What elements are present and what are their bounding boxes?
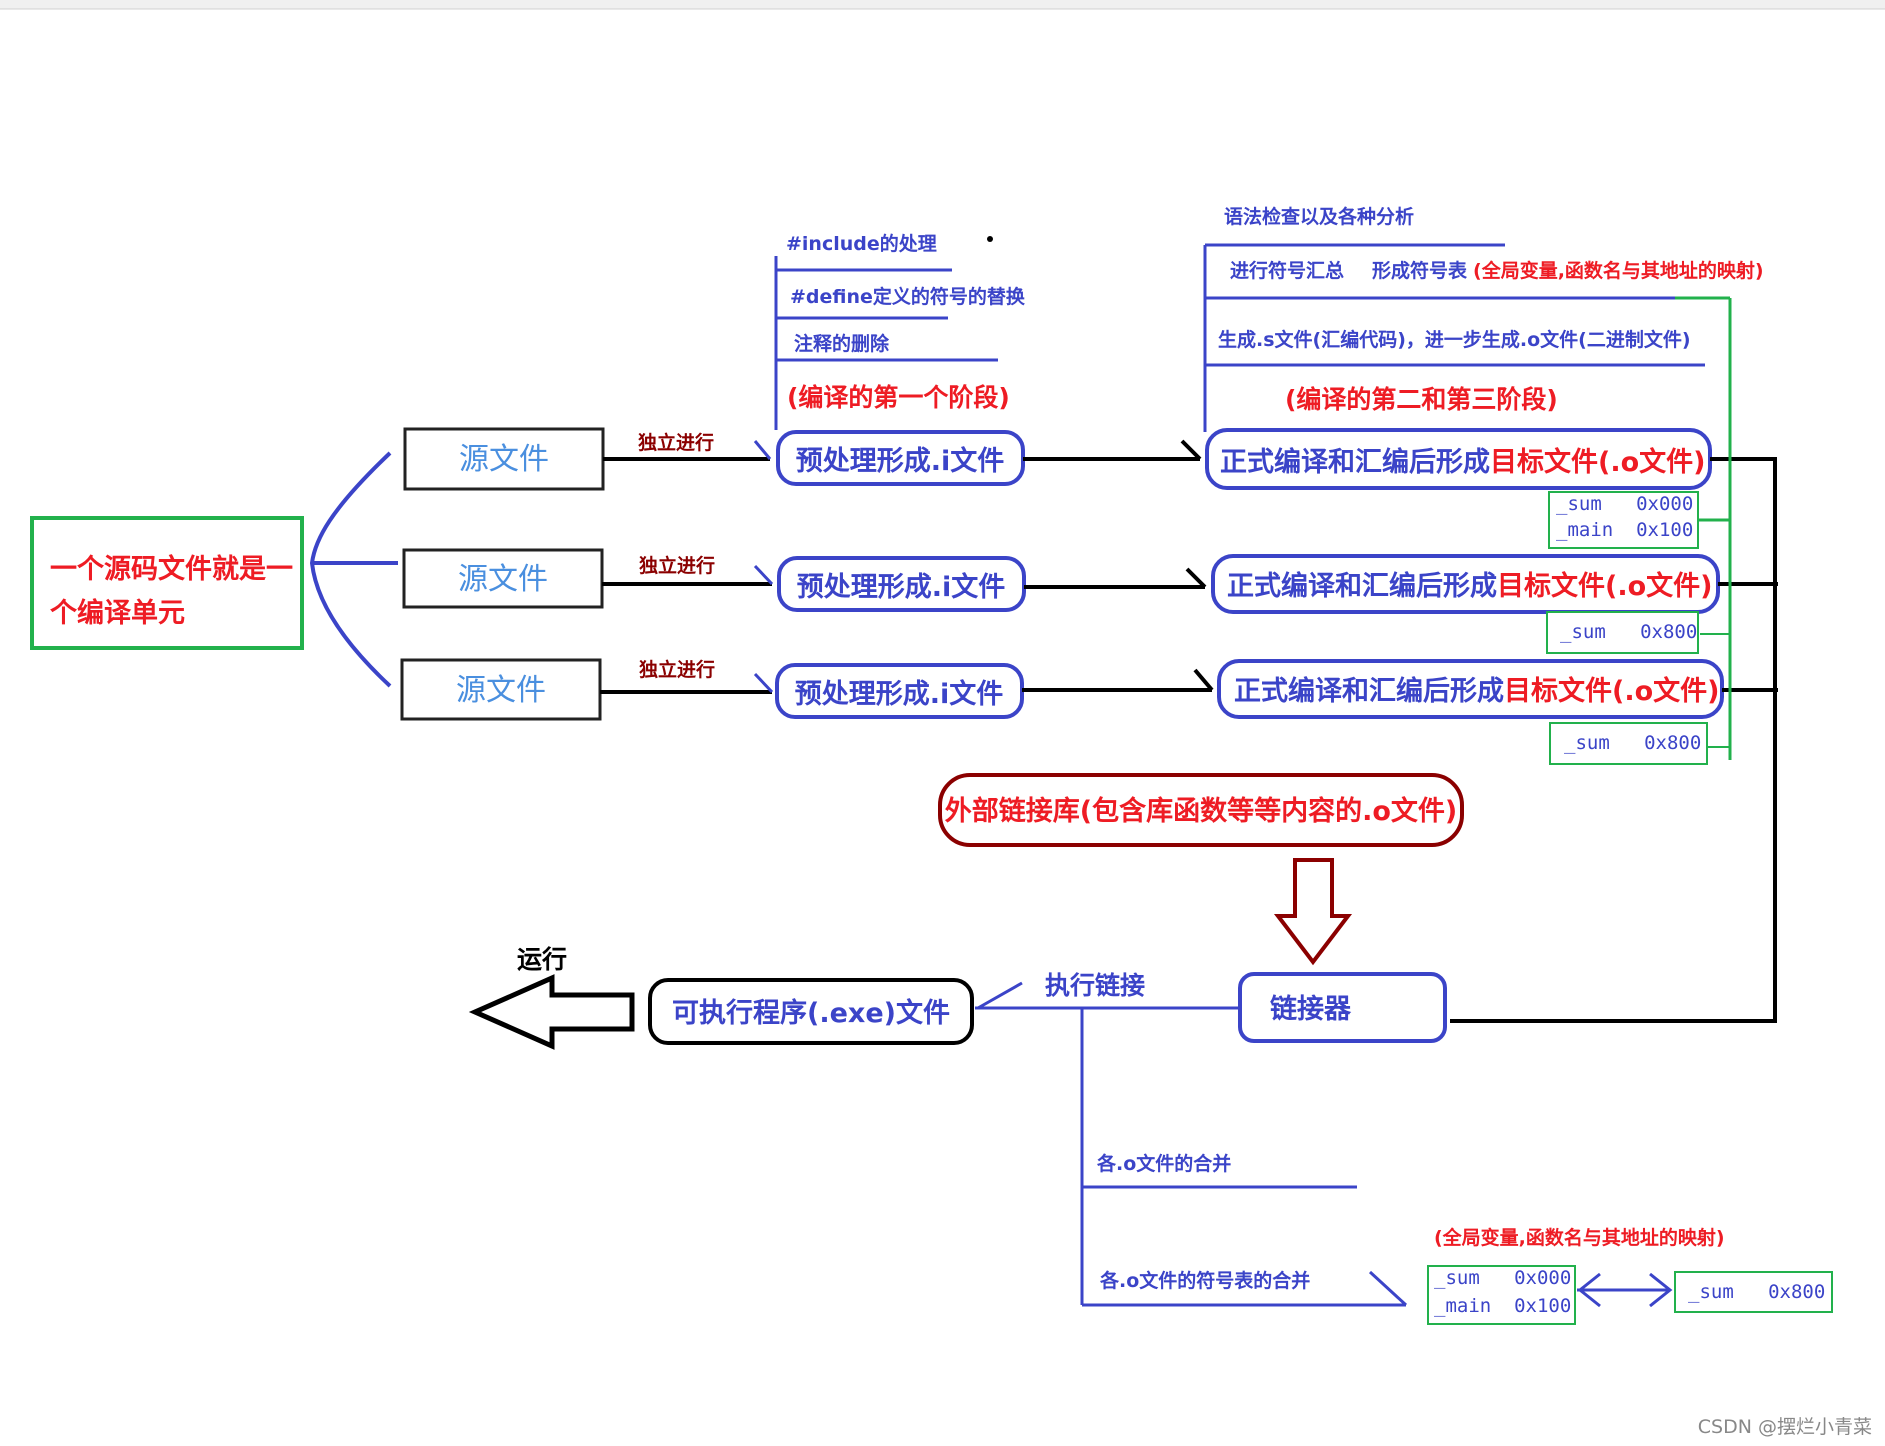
stage23-title: (编译的第二和第三阶段)	[1285, 385, 1558, 414]
source-file-label: 源文件	[456, 673, 546, 708]
merge-table-right	[1674, 1271, 1833, 1313]
linker: 链接器	[1238, 972, 1447, 1043]
symbol-tables: _sum 0x000 _main 0x100 _sum 0x800 _sum 0…	[1546, 298, 1732, 765]
source-file-box	[400, 658, 602, 721]
compile-label: 正式编译和汇编后形成目标文件(.o文件)	[1227, 570, 1713, 602]
merge-table-row: _sum 0x800	[1688, 1281, 1825, 1303]
executable-label: 可执行程序(.exe)文件	[672, 997, 950, 1029]
external-library-box	[938, 773, 1464, 847]
compile-unit-line1: 一个源码文件就是一	[50, 553, 293, 585]
row-3: 源文件 独立进行 预处理形成.i文件 正式编译和汇编后形成目标文件(.o文件)	[400, 658, 1778, 721]
symbol-table-row: _sum 0x800	[1560, 621, 1697, 643]
preprocess-label: 预处理形成.i文件	[797, 571, 1006, 603]
stage1-item-comment: 注释的删除	[794, 332, 890, 355]
symbol-table-row: _main 0x100	[1556, 519, 1693, 541]
preprocess-box	[777, 556, 1026, 612]
compile-label: 正式编译和汇编后形成目标文件(.o文件)	[1234, 675, 1720, 707]
merge-table-left	[1427, 1265, 1576, 1325]
stage23-annotations: 语法检查以及各种分析 进行符号汇总形成符号表(全局变量,函数名与其地址的映射) …	[1203, 205, 1764, 432]
source-file-label: 源文件	[459, 442, 549, 477]
row-2: 源文件 独立进行 预处理形成.i文件 正式编译和汇编后形成目标文件(.o文件)	[402, 548, 1778, 614]
link-item-merge-symtab: 各.o文件的符号表的合并	[1099, 1269, 1310, 1292]
merge-table-row: _main 0x100	[1434, 1295, 1571, 1317]
compile-unit-box: 一个源码文件就是一 个编译单元	[30, 516, 304, 650]
merge-table-row: _sum 0x000	[1434, 1267, 1571, 1289]
row-1: 源文件 独立进行 预处理形成.i文件 正式编译和汇编后形成目标文件(.o文件)	[403, 427, 1772, 491]
source-file-box	[402, 548, 604, 609]
symbol-table-row: _sum 0x800	[1564, 732, 1701, 754]
independent-label: 独立进行	[638, 431, 714, 454]
symbol-table-1	[1548, 491, 1699, 549]
external-library-label: 外部链接库(包含库函数等等内容的.o文件)	[945, 795, 1458, 827]
external-library: 外部链接库(包含库函数等等内容的.o文件)	[938, 773, 1464, 966]
compile-label: 正式编译和汇编后形成目标文件(.o文件)	[1220, 446, 1706, 478]
compile-unit-line2: 个编译单元	[50, 597, 185, 629]
execute-link: 执行链接	[975, 971, 1240, 1010]
link-details: 各.o文件的合并 各.o文件的符号表的合并 (全局变量,函数名与其地址的映射) …	[1080, 1008, 1833, 1325]
independent-label: 独立进行	[639, 658, 715, 681]
preprocess-label: 预处理形成.i文件	[795, 678, 1004, 710]
run-label: 运行	[517, 945, 567, 974]
linker-label: 链接器	[1270, 993, 1352, 1025]
symbol-table-3	[1549, 722, 1708, 765]
preprocess-label: 预处理形成.i文件	[796, 445, 1005, 477]
top-toolbar-strip	[0, 0, 1885, 10]
stage23-item-symbols: 进行符号汇总形成符号表(全局变量,函数名与其地址的映射)	[1230, 259, 1764, 282]
independent-label: 独立进行	[639, 554, 715, 577]
source-file-label: 源文件	[458, 562, 548, 597]
stage1-item-define: #define定义的符号的替换	[790, 285, 1026, 308]
fan-curve	[309, 451, 398, 688]
stage1-title: (编译的第一个阶段)	[787, 383, 1010, 412]
link-item-merge-o: 各.o文件的合并	[1096, 1152, 1231, 1175]
stage23-item-syntax: 语法检查以及各种分析	[1224, 205, 1414, 228]
down-arrow-icon	[1273, 858, 1353, 966]
watermark: CSDN @摆烂小青菜	[1698, 1416, 1872, 1438]
executable: 可执行程序(.exe)文件 运行	[468, 945, 974, 1050]
stage23-item-asm: 生成.s文件(汇编代码)，进一步生成.o文件(二进制文件)	[1218, 328, 1691, 351]
left-arrow-icon	[468, 974, 635, 1050]
symbol-table-2	[1546, 611, 1699, 654]
executable-box	[648, 978, 974, 1045]
merge-note: (全局变量,函数名与其地址的映射)	[1434, 1226, 1725, 1249]
stage1-annotations: #include的处理 #define定义的符号的替换 注释的删除 (编译的第一…	[774, 232, 1026, 430]
collector-line	[1450, 457, 1777, 1023]
execute-link-label: 执行链接	[1045, 971, 1145, 1000]
symbol-table-row: _sum 0x000	[1556, 493, 1693, 515]
stage1-item-include: #include的处理	[786, 232, 937, 255]
